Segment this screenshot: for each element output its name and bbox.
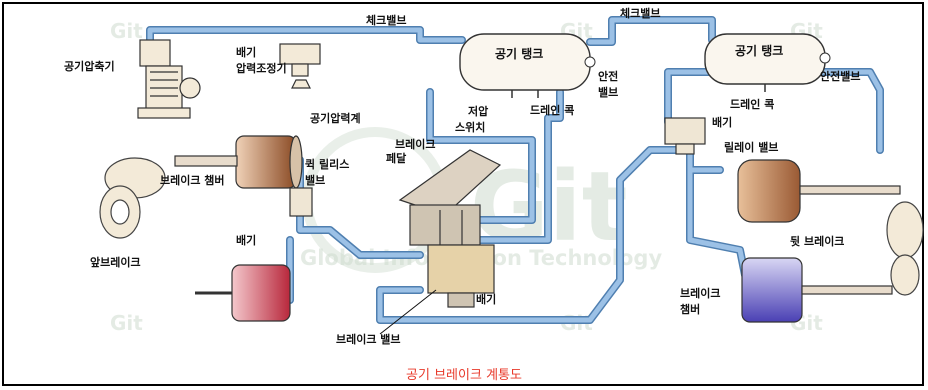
pressure-regulator [279,43,321,89]
label-check-valve-2: 체크밸브 [620,6,660,20]
labels: 공기압축기 배기 압력조정기 체크밸브 체크밸브 저압 스위치 안전 밸브 드레… [64,6,860,346]
label-check-valve-1: 체크밸브 [366,13,406,27]
label-brake-pedal-1: 브레이크 [395,137,435,151]
label-brake-valve: 브레이크 밸브 [336,332,401,346]
label-drain-cock-2: 드레인 콕 [730,97,774,111]
label-front-brake: 앞브레이크 [90,255,141,269]
label-safety-valve-1a: 안전 [598,69,618,83]
front-chamber-lower [195,264,291,322]
diagram-caption: 공기 브레이크 계통도 [406,368,522,383]
label-relay-valve: 릴레이 밸브 [724,140,778,154]
label-safety-valve-1b: 밸브 [598,85,618,99]
rear-brake-chamber-lower [741,257,893,323]
tank-1-label: 공기 탱크 [495,46,543,61]
label-rear-chamber-1: 브레이크 [680,286,720,300]
front-wheel-linkage [99,157,166,239]
label-compressor: 공기압축기 [64,59,115,73]
front-brake-chamber [174,135,303,189]
brake-valve [398,149,502,308]
label-exhaust-left: 배기 [236,233,256,247]
quick-release-valve [289,187,313,217]
label-pressure-gauge: 공기압력계 [310,111,361,125]
air-compressor [137,39,201,119]
drain-cocks [511,84,766,98]
label-rear-brake: 뒷 브레이크 [790,234,844,248]
label-rear-chamber-2: 챔버 [680,302,700,316]
relay-valve [664,117,706,155]
label-pressure-regulator: 압력조정기 [236,61,287,75]
label-low-pressure: 저압 [468,104,488,118]
label-exhaust-top-right: 배기 [712,115,732,129]
watermark-logo-small: Git [110,311,143,335]
label-quick-release-2: 밸브 [305,173,325,187]
label-drain-cock-1: 드레인 콕 [530,103,574,117]
brake-valve-leader [379,289,437,335]
label-safety-valve-2: 안전밸브 [820,69,860,83]
label-brake-pedal-2: 페달 [386,151,406,165]
label-low-pressure-switch: 스위치 [455,120,485,134]
rear-wheel-linkage [886,201,924,296]
label-quick-release-1: 퀵 릴리스 [305,157,349,171]
rear-brake-chamber-upper [737,159,901,223]
label-exhaust-regulator: 배기 [236,45,256,59]
tank-2-label: 공기 탱크 [735,43,783,58]
air-tank-2: 공기 탱크 [704,33,831,85]
watermark-logo-small: Git [110,19,143,43]
label-front-brake-chamber: 브레이크 챔버 [160,173,225,187]
air-tank-1: 공기 탱크 [459,33,596,91]
label-exhaust-center: 배기 [476,292,496,306]
